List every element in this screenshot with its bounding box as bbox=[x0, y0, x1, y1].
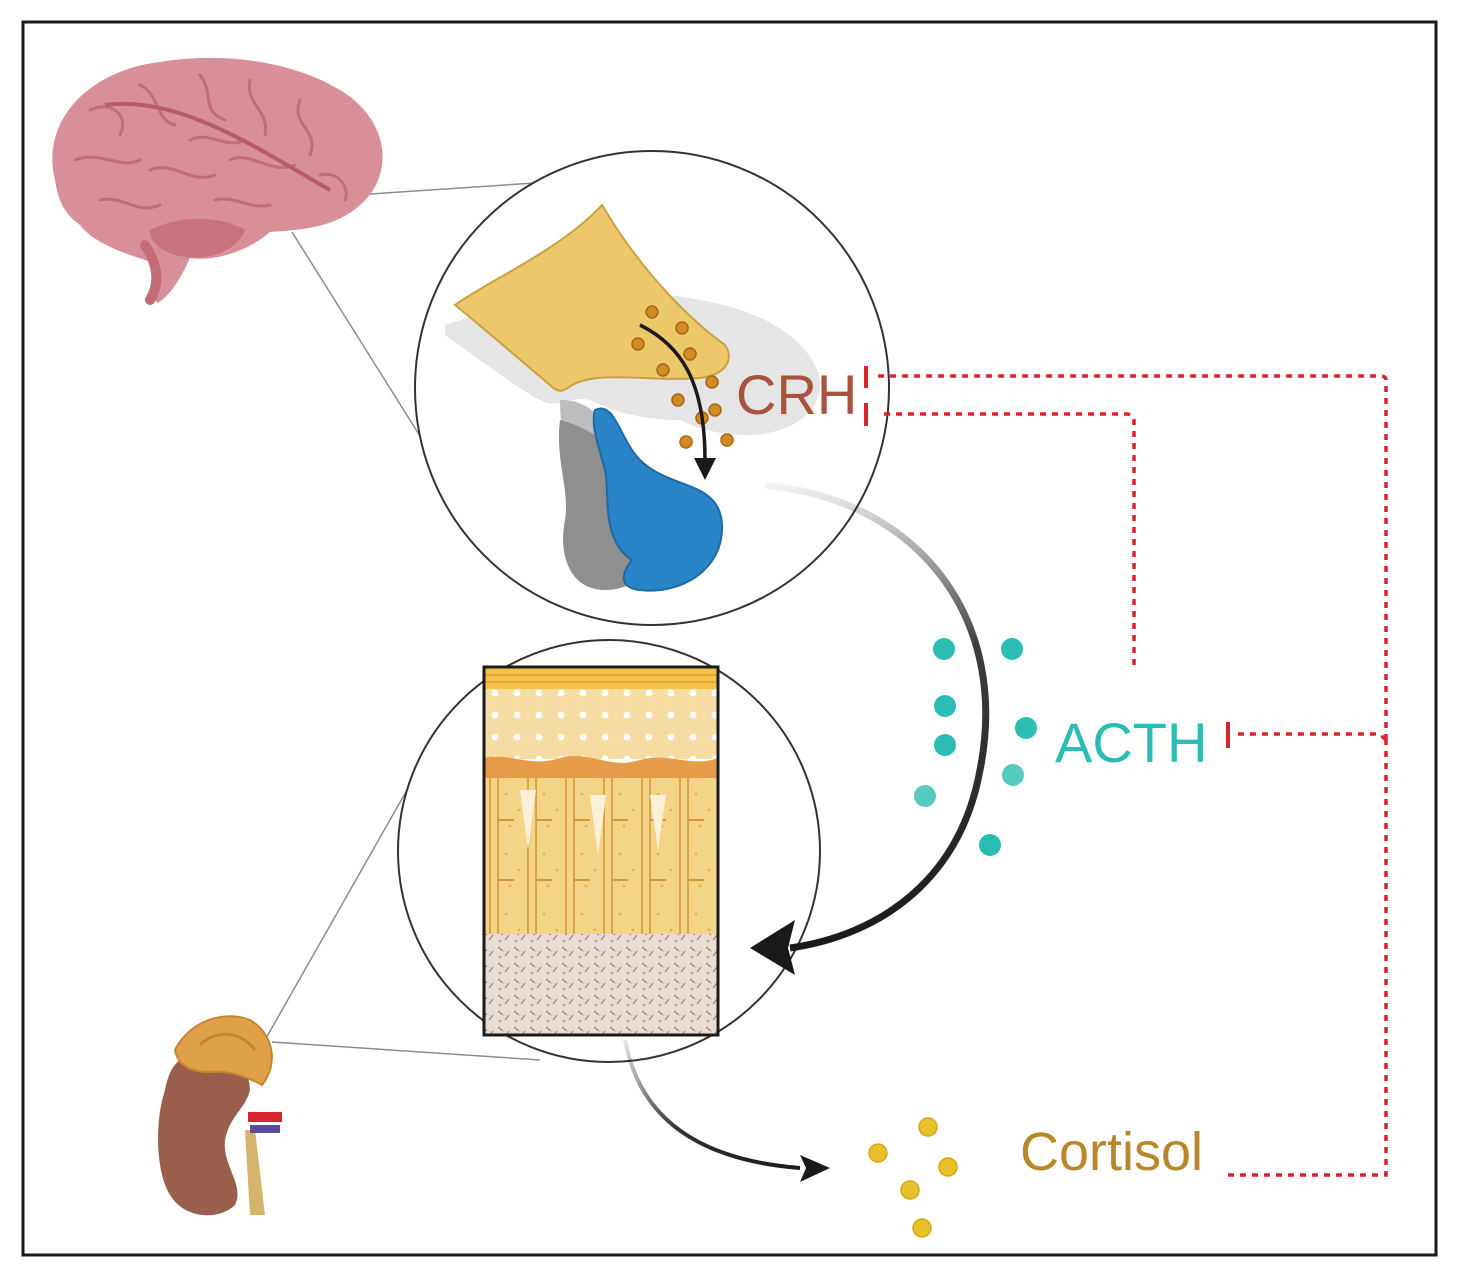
cortisol-label: Cortisol bbox=[1020, 1122, 1203, 1182]
crh-label: CRH bbox=[736, 363, 857, 426]
acth-label: ACTH bbox=[1055, 711, 1207, 774]
brain-icon bbox=[52, 57, 383, 305]
inhibition-bars bbox=[864, 366, 1230, 748]
kidney-adrenal-icon bbox=[158, 1015, 282, 1216]
hypothalamus-pituitary-icon bbox=[445, 203, 821, 592]
acth-arrow bbox=[750, 481, 990, 975]
acth-particles bbox=[914, 638, 1037, 856]
adrenal-cortex-icon bbox=[482, 665, 720, 1037]
cortisol-particles bbox=[868, 1117, 958, 1238]
feedback-lines bbox=[878, 374, 1388, 1177]
cortisol-arrow bbox=[623, 1039, 830, 1182]
